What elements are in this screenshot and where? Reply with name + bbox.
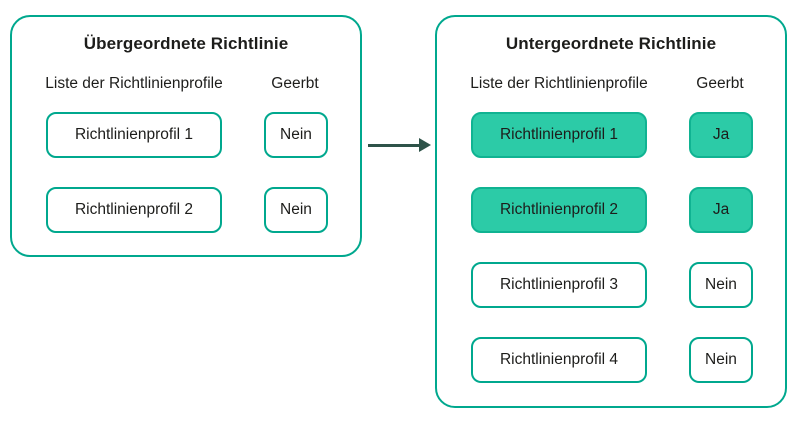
profiles-column-header: Liste der Richtlinienprofile xyxy=(45,75,223,92)
inherited-status-label: Nein xyxy=(280,201,312,218)
arrow-head-icon xyxy=(419,138,431,152)
profile-row: Richtlinienprofil 3 Nein xyxy=(437,262,785,308)
policy-profile-chip: Richtlinienprofil 2 xyxy=(471,187,647,233)
inherited-status-badge: Nein xyxy=(689,262,753,308)
parent-policy-title: Übergeordnete Richtlinie xyxy=(83,34,289,53)
policy-profile-label: Richtlinienprofil 1 xyxy=(74,126,194,143)
inheritance-arrow xyxy=(368,138,431,152)
inherited-status-label: Nein xyxy=(705,351,737,368)
inherited-status-badge: Nein xyxy=(264,187,328,233)
policy-profile-label: Richtlinienprofil 2 xyxy=(74,201,194,218)
parent-profile-rows: Richtlinienprofil 1 Nein Richtlinienprof… xyxy=(12,112,360,262)
profile-row: Richtlinienprofil 1 Nein xyxy=(12,112,360,158)
profile-row: Richtlinienprofil 2 Nein xyxy=(12,187,360,233)
child-policy-title: Untergeordnete Richtlinie xyxy=(505,34,717,53)
profile-row: Richtlinienprofil 2 Ja xyxy=(437,187,785,233)
inherited-status-label: Ja xyxy=(712,201,730,218)
inherited-status-badge: Nein xyxy=(689,337,753,383)
parent-column-headers: Liste der Richtlinienprofile Geerbt xyxy=(12,75,360,95)
child-profile-rows: Richtlinienprofil 1 Ja Richtlinienprofil… xyxy=(437,112,785,412)
policy-profile-chip: Richtlinienprofil 2 xyxy=(46,187,222,233)
policy-profile-label: Richtlinienprofil 2 xyxy=(499,201,619,218)
inherited-status-badge: Ja xyxy=(689,112,753,158)
inherited-status-badge: Ja xyxy=(689,187,753,233)
inherited-status-label: Nein xyxy=(705,276,737,293)
policy-profile-chip: Richtlinienprofil 1 xyxy=(471,112,647,158)
policy-profile-chip: Richtlinienprofil 1 xyxy=(46,112,222,158)
policy-profile-label: Richtlinienprofil 1 xyxy=(499,126,619,143)
profiles-column-header: Liste der Richtlinienprofile xyxy=(470,75,648,92)
policy-profile-chip: Richtlinienprofil 3 xyxy=(471,262,647,308)
inherited-column-header: Geerbt xyxy=(696,75,744,92)
inherited-status-label: Ja xyxy=(712,126,730,143)
policy-profile-label: Richtlinienprofil 3 xyxy=(499,276,619,293)
inherited-column-header: Geerbt xyxy=(271,75,319,92)
policy-profile-label: Richtlinienprofil 4 xyxy=(499,351,619,368)
profile-row: Richtlinienprofil 4 Nein xyxy=(437,337,785,383)
inherited-status-badge: Nein xyxy=(264,112,328,158)
inherited-status-label: Nein xyxy=(280,126,312,143)
profile-row: Richtlinienprofil 1 Ja xyxy=(437,112,785,158)
parent-policy-panel: Übergeordnete Richtlinie Liste der Richt… xyxy=(10,15,362,257)
child-column-headers: Liste der Richtlinienprofile Geerbt xyxy=(437,75,785,95)
child-policy-panel: Untergeordnete Richtlinie Liste der Rich… xyxy=(435,15,787,408)
policy-profile-chip: Richtlinienprofil 4 xyxy=(471,337,647,383)
